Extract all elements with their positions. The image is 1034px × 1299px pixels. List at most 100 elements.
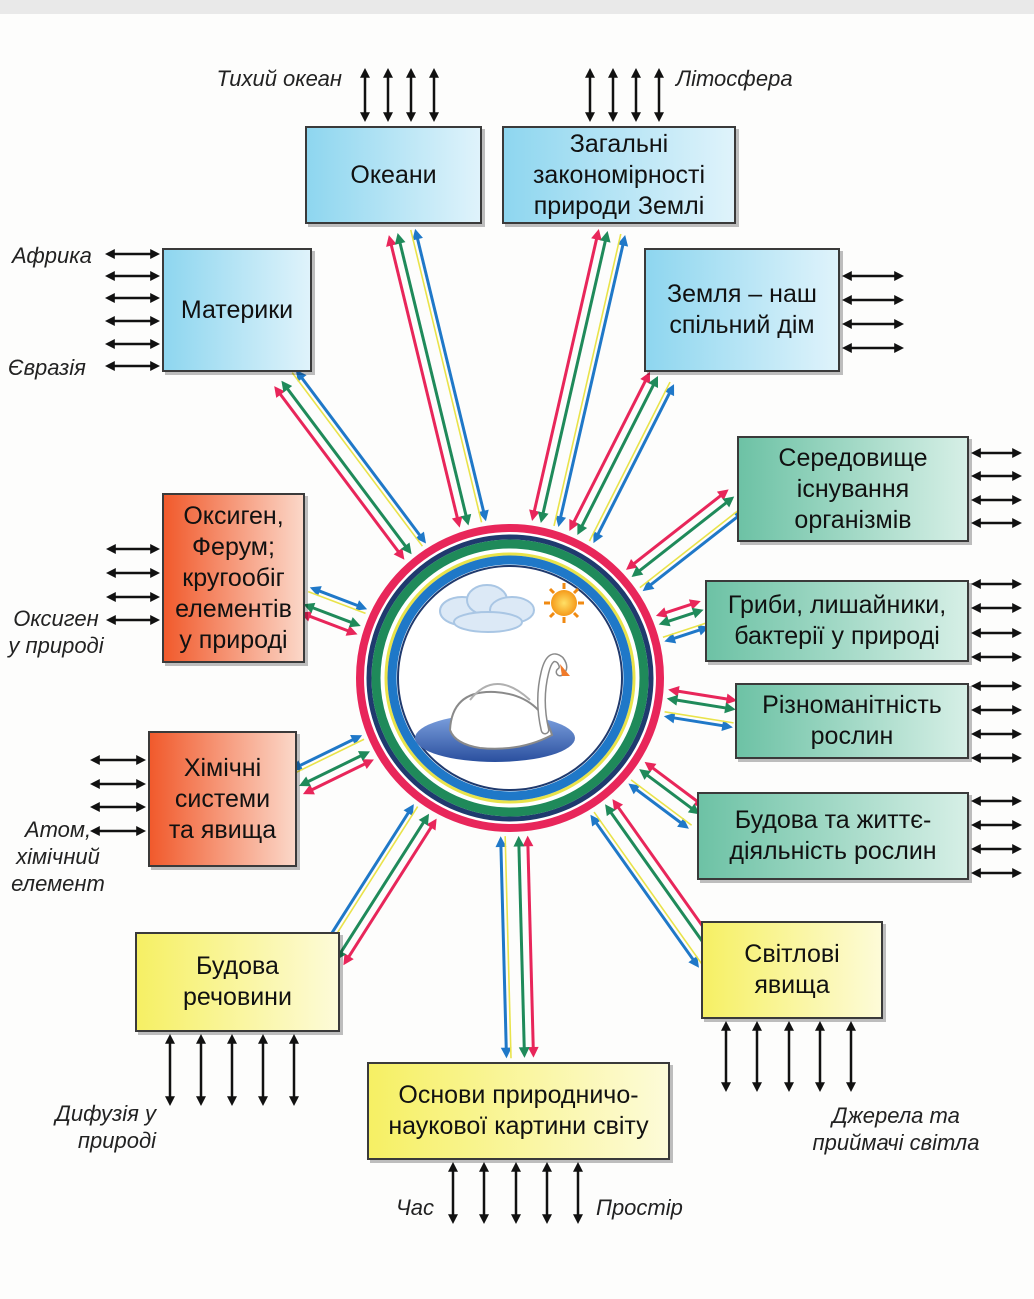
spoke-arrow-oxygen-iron-2 bbox=[307, 590, 366, 615]
box-earth-home-label: Земля – наш спільний дім bbox=[667, 280, 817, 339]
box-fungi: Гриби, лишайники, бактерії у природі bbox=[705, 580, 969, 662]
structure-ext-arrow-0 bbox=[971, 796, 1022, 806]
matter-ext-arrow-0 bbox=[165, 1034, 175, 1106]
continents-ext-arrow-0 bbox=[105, 249, 160, 259]
spoke-arrow-habitat-0 bbox=[626, 489, 729, 570]
diversity-ext-arrow-0 bbox=[971, 681, 1022, 691]
spoke-arrow-plant-structure-0 bbox=[644, 761, 706, 808]
light-ext-arrow-4 bbox=[846, 1021, 856, 1092]
continents-ext-arrow-3 bbox=[105, 316, 160, 326]
worldview-ext-arrow-4 bbox=[573, 1162, 583, 1224]
fungi-ext-arrow-0 bbox=[971, 579, 1022, 589]
box-worldview: Основи природничо- наукової картини світ… bbox=[367, 1062, 670, 1160]
spoke-arrow-continents-3 bbox=[295, 369, 426, 544]
spoke-arrow-fungi-2 bbox=[662, 621, 709, 639]
earth-ext-arrow-0 bbox=[842, 271, 904, 281]
spoke-arrow-worldview-3 bbox=[495, 836, 512, 1059]
spoke-arrow-plant-structure-2 bbox=[630, 779, 693, 826]
earth-ext-arrow-3 bbox=[842, 343, 904, 353]
box-matter-structure: Будова речовини bbox=[135, 932, 340, 1032]
spoke-arrow-worldview-1 bbox=[513, 835, 530, 1058]
oceans-ext-arrow-3 bbox=[429, 68, 439, 122]
habitat-ext-arrow-3 bbox=[971, 518, 1022, 528]
box-habitat-label: Середовище існування організмів bbox=[778, 443, 928, 534]
laws-ext-arrow-2 bbox=[631, 68, 641, 122]
oceans-ext-arrow-2 bbox=[406, 68, 416, 122]
box-plant-diversity: Різноманітність рослин bbox=[735, 683, 969, 759]
label-lithosphere: Літосфера bbox=[676, 66, 793, 91]
habitat-ext-arrow-0 bbox=[971, 448, 1022, 458]
matter-ext-arrow-2 bbox=[227, 1034, 237, 1106]
oxygen-ext-arrow-3 bbox=[106, 615, 160, 625]
spoke-arrow-oceans-0 bbox=[386, 235, 463, 528]
spoke-arrow-plant-diversity-1 bbox=[666, 694, 736, 714]
oceans-ext-arrow-1 bbox=[383, 68, 393, 122]
matter-ext-arrow-1 bbox=[196, 1034, 206, 1106]
spoke-arrow-chemical-systems-3 bbox=[291, 734, 363, 771]
chemical-ext-arrow-1 bbox=[90, 779, 146, 789]
spoke-arrow-matter-structure-2 bbox=[323, 806, 419, 954]
label-eurasia: Євразія bbox=[8, 355, 86, 380]
spoke-arrow-matter-structure-1 bbox=[335, 813, 430, 961]
matter-ext-arrow-4 bbox=[289, 1034, 299, 1106]
structure-ext-arrow-1 bbox=[971, 820, 1022, 830]
box-matter-structure-label: Будова речовини bbox=[183, 952, 292, 1011]
spoke-arrow-oxygen-iron-3 bbox=[309, 586, 368, 611]
spoke-arrow-worldview-2 bbox=[504, 836, 512, 1059]
label-space: Простір bbox=[596, 1195, 683, 1220]
spoke-arrow-chemical-systems-0 bbox=[302, 759, 374, 795]
box-oceans: Океани bbox=[305, 126, 482, 224]
worldview-ext-arrow-1 bbox=[479, 1162, 489, 1224]
spoke-arrow-light-phenomena-3 bbox=[590, 814, 699, 968]
spoke-arrow-general-laws-1 bbox=[537, 230, 611, 523]
label-time: Час bbox=[395, 1195, 434, 1220]
structure-ext-arrow-3 bbox=[971, 868, 1022, 878]
spoke-arrow-earth-home-3 bbox=[593, 384, 675, 544]
connection-arrows bbox=[90, 68, 1022, 1224]
box-earth-home: Земля – наш спільний дім bbox=[644, 248, 840, 372]
chemical-ext-arrow-3 bbox=[90, 826, 146, 836]
habitat-ext-arrow-1 bbox=[971, 471, 1022, 481]
habitat-ext-arrow-2 bbox=[971, 495, 1022, 505]
spoke-arrow-fungi-1 bbox=[658, 607, 704, 627]
spoke-arrow-earth-home-2 bbox=[588, 381, 671, 542]
spoke-arrow-habitat-2 bbox=[639, 506, 744, 589]
box-plant-diversity-label: Різноманітність рослин bbox=[762, 691, 942, 750]
light-ext-arrow-1 bbox=[752, 1021, 762, 1092]
earth-ext-arrow-1 bbox=[842, 295, 904, 305]
spoke-arrow-plant-structure-3 bbox=[628, 783, 689, 829]
oceans-ext-arrow-0 bbox=[360, 68, 370, 122]
fungi-ext-arrow-1 bbox=[971, 603, 1022, 613]
earth-ext-arrow-2 bbox=[842, 319, 904, 329]
spoke-arrow-light-phenomena-2 bbox=[593, 811, 704, 966]
matter-ext-arrow-3 bbox=[258, 1034, 268, 1106]
continents-ext-arrow-4 bbox=[105, 339, 160, 349]
diversity-ext-arrow-3 bbox=[971, 753, 1022, 763]
label-light-sources: Джерела та приймачі світла bbox=[812, 1103, 980, 1155]
worldview-ext-arrow-0 bbox=[448, 1162, 458, 1224]
spoke-arrow-general-laws-3 bbox=[555, 235, 629, 527]
spoke-arrow-plant-structure-1 bbox=[639, 769, 700, 815]
spoke-arrow-oxygen-iron-1 bbox=[303, 602, 361, 628]
spoke-arrow-matter-structure-0 bbox=[343, 818, 437, 966]
label-oxygen-nature: Оксиген у природі bbox=[8, 606, 104, 658]
continents-ext-arrow-1 bbox=[105, 271, 160, 281]
spoke-arrow-continents-1 bbox=[281, 380, 412, 555]
diversity-ext-arrow-1 bbox=[971, 705, 1022, 715]
spoke-arrow-plant-diversity-2 bbox=[664, 711, 734, 724]
spoke-arrow-chemical-systems-1 bbox=[298, 751, 370, 787]
spoke-arrow-plant-diversity-0 bbox=[668, 685, 738, 705]
spoke-arrow-chemical-systems-2 bbox=[292, 738, 365, 775]
spoke-arrow-oceans-3 bbox=[412, 228, 489, 522]
label-pacific: Тихий океан bbox=[216, 66, 342, 91]
box-light-phenomena: Світлові явища bbox=[701, 921, 883, 1019]
spoke-arrow-continents-2 bbox=[291, 372, 424, 547]
chemical-ext-arrow-0 bbox=[90, 755, 146, 765]
spoke-arrow-general-laws-2 bbox=[553, 233, 622, 527]
spoke-arrow-worldview-0 bbox=[522, 835, 539, 1058]
spoke-arrow-oceans-2 bbox=[409, 229, 483, 523]
cloud-icon bbox=[439, 584, 535, 633]
box-habitat: Середовище існування організмів bbox=[737, 436, 969, 542]
